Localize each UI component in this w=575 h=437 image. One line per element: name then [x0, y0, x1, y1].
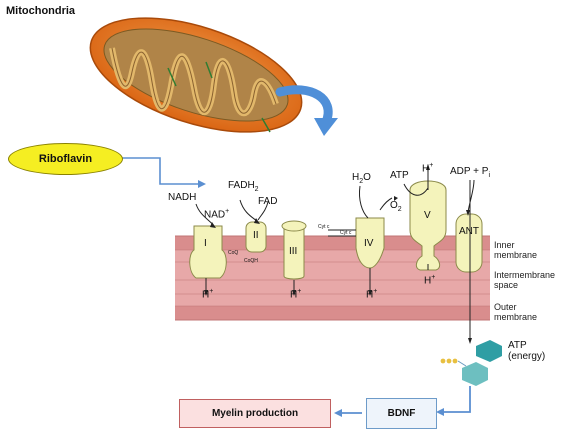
o2-subscript: 2 [397, 206, 402, 213]
coq-label: CoQ [228, 250, 239, 256]
outer-membrane-label: Outer membrane [494, 302, 537, 322]
outer-membrane-line1: Outer [494, 302, 517, 312]
nad-text: NAD [204, 209, 226, 221]
bdnf-text: BDNF [387, 408, 416, 419]
h2o-label: H2O [352, 172, 371, 187]
proton-text-v: H [424, 275, 432, 287]
o2-label: O2 [390, 200, 402, 215]
riboflavin-arrow [121, 157, 206, 188]
adp-pi-label: ADP + Pi [450, 166, 490, 181]
nad-label: NAD+ [204, 206, 229, 220]
h2o-tail: O [363, 172, 371, 183]
atp-energy-line1: ATP [508, 340, 527, 351]
complex-i-label: I [204, 238, 207, 249]
proton-label-v: H+ [424, 272, 435, 286]
proton-text-iii: H [290, 289, 298, 301]
intermembrane-line2: space [494, 280, 519, 290]
adp-pi-text: ADP + P [450, 166, 489, 177]
adp-pi-subscript: i [488, 172, 491, 179]
page-title: Mitochondria [6, 5, 76, 17]
complex-iii-label: III [289, 246, 298, 257]
inner-membrane-line2: membrane [494, 250, 538, 260]
cyt-c-label-1: Cyt c [318, 224, 330, 230]
h-plus-top-superscript: + [429, 162, 434, 169]
proton-sup-iii: + [297, 288, 302, 295]
complex-ant-label: ANT [459, 226, 479, 237]
proton-text-iv: H [366, 289, 374, 301]
o2-text: O [390, 200, 398, 211]
coqh2-label: CoQH [244, 258, 258, 264]
atp-molecule-icon [440, 340, 502, 386]
h-plus-top-text: H [422, 163, 430, 175]
zoom-arrow [275, 85, 338, 136]
mitochondrion [89, 17, 303, 133]
complex-iii [281, 220, 307, 280]
h2o-subscript: 2 [359, 178, 364, 185]
nadh-label: NADH [168, 192, 197, 203]
outer-membrane-line2: membrane [494, 312, 538, 322]
arrow-heads [204, 164, 472, 344]
complex-v [409, 180, 447, 271]
h2o-text: H [352, 172, 360, 183]
fadh2-label: FADH2 [228, 180, 259, 195]
myelin-production-text: Myelin production [211, 408, 299, 419]
complex-i [189, 225, 227, 279]
riboflavin-text: Riboflavin [38, 153, 93, 165]
fadh2-text: FADH [228, 180, 255, 191]
proton-label-iii: H+ [290, 286, 301, 300]
intermembrane-space-label: Intermembrane space [494, 270, 555, 290]
h-plus-top-label: H+ [422, 160, 433, 174]
myelin-production-box: Myelin production [179, 399, 331, 428]
inner-membrane-line1: Inner [494, 240, 515, 250]
proton-sup-i: + [209, 288, 214, 295]
complex-iv-label: IV [364, 238, 374, 249]
fad-label: FAD [258, 196, 278, 207]
fadh2-subscript: 2 [254, 186, 259, 193]
atp-top-label: ATP [390, 170, 409, 181]
proton-text-i: H [202, 289, 210, 301]
complex-ii-label: II [253, 230, 259, 241]
cyt-c-label-2: Cyt c [340, 230, 352, 236]
atp-energy-line2: (energy) [508, 351, 546, 362]
complex-ant [455, 213, 483, 273]
proton-sup-v: + [431, 274, 436, 281]
complex-v-label: V [424, 210, 431, 221]
riboflavin-label: Riboflavin [8, 143, 123, 175]
atp-energy-label: ATP (energy) [508, 340, 545, 362]
proton-sup-iv: + [373, 288, 378, 295]
flow-arrows [334, 386, 471, 417]
proton-label-iv: H+ [366, 286, 377, 300]
nad-superscript: + [225, 208, 230, 215]
proton-label-i: H+ [202, 286, 213, 300]
intermembrane-line1: Intermembrane [494, 270, 556, 280]
bdnf-box: BDNF [366, 398, 437, 429]
inner-membrane-label: Inner membrane [494, 240, 537, 260]
